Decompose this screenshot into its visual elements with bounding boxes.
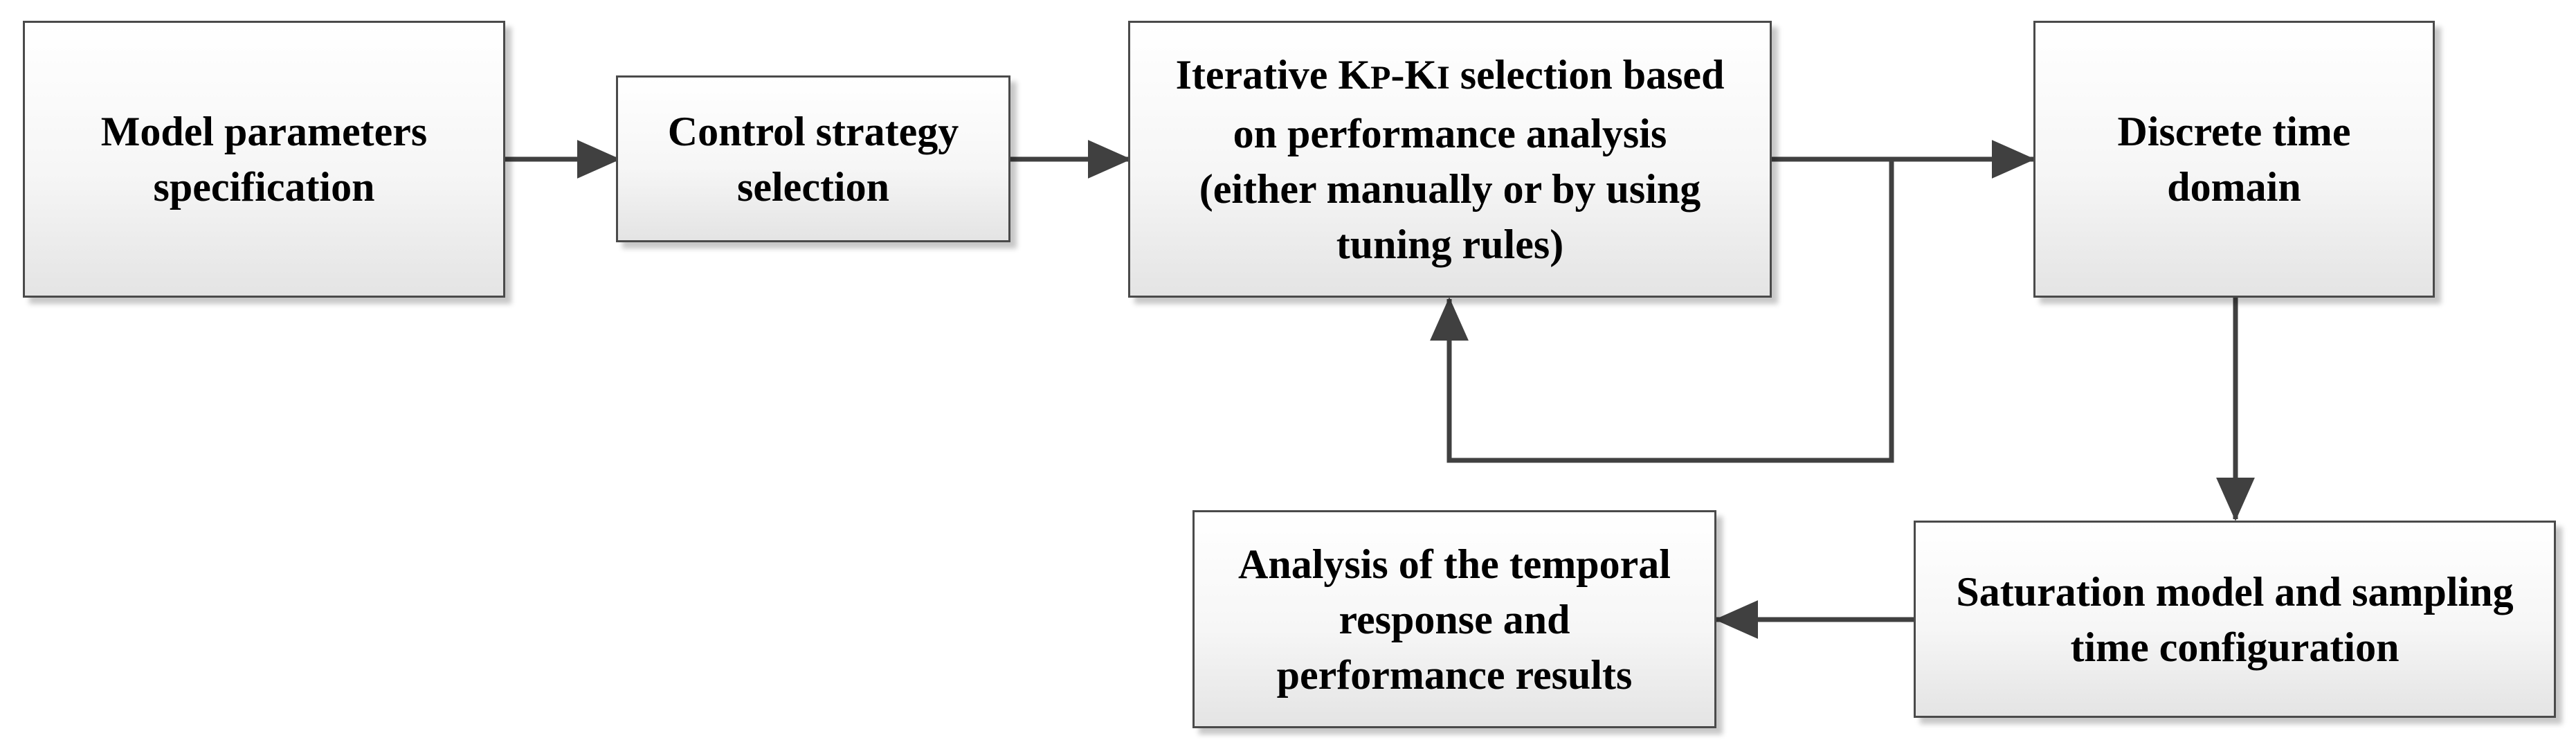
node-model-parameters: Model parameters specification [23, 21, 505, 298]
node-control-strategy-label: Control strategy selection [668, 104, 959, 215]
node-saturation-model-label: Saturation model and sampling time confi… [1956, 564, 2513, 675]
node-model-parameters-label: Model parameters specification [101, 104, 428, 215]
node-line: selection [737, 163, 889, 210]
node-title-line: Iterative KP-KI selection based [1176, 47, 1725, 106]
feedback-loop-arrow [1430, 159, 1894, 463]
node-line: time configuration [2070, 624, 2400, 670]
node-line: Analysis of the temporal [1238, 541, 1671, 587]
node-iterative-selection-label: Iterative KP-KI selection based on perfo… [1176, 47, 1725, 272]
node-analysis-results: Analysis of the temporal response and pe… [1192, 510, 1716, 728]
node-analysis-results-label: Analysis of the temporal response and pe… [1238, 536, 1671, 703]
title-ki-prefix: -K [1390, 51, 1437, 98]
node-control-strategy: Control strategy selection [616, 75, 1010, 242]
node-line: on performance analysis [1233, 110, 1667, 156]
node-line: (either manually or by using [1199, 165, 1701, 212]
node-line: domain [2167, 164, 2301, 210]
title-ki-subscript: I [1437, 59, 1450, 96]
node-line: Model parameters [100, 109, 428, 154]
node-line: Discrete time [2117, 109, 2351, 154]
node-line: performance results [1276, 651, 1633, 698]
node-discrete-time: Discrete time domain [2033, 21, 2435, 298]
node-saturation-model: Saturation model and sampling time confi… [1914, 521, 2556, 718]
node-line: Saturation model and sampling [1956, 568, 2514, 615]
title-kp-subscript: P [1370, 59, 1391, 96]
node-discrete-time-label: Discrete time domain [2117, 104, 2350, 215]
node-line: Control strategy [667, 108, 959, 154]
title-suffix: selection based [1449, 51, 1725, 98]
node-line: response and [1339, 596, 1570, 642]
node-iterative-selection: Iterative KP-KI selection based on perfo… [1128, 21, 1772, 298]
title-prefix: Iterative K [1175, 51, 1371, 98]
node-line: tuning rules) [1336, 221, 1564, 267]
node-line: specification [153, 164, 375, 210]
